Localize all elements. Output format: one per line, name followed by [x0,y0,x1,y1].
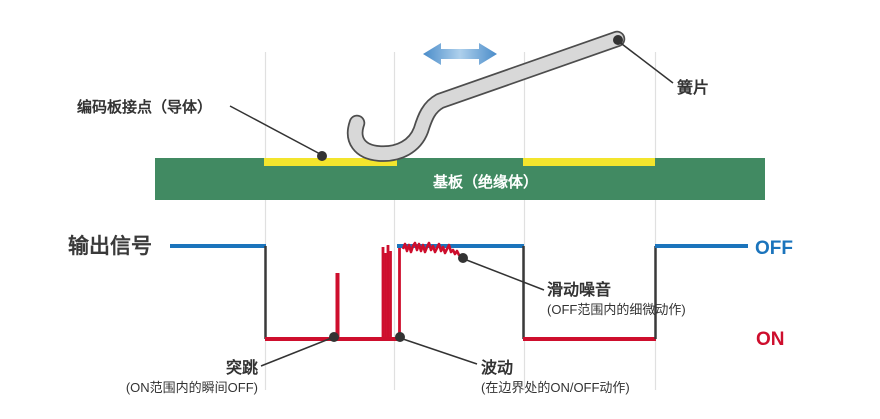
substrate-label: 基板（绝缘体） [433,174,539,191]
glitch-title: 突跳 [225,360,258,377]
contact-pad-left [264,158,397,166]
fluctuation-caption: (在边界处的ON/OFF动作) [481,380,630,395]
spring-leaf [346,30,626,162]
on-state-label: ON [756,329,785,350]
glitch-annotation: 突跳 (ON范围内的瞬间OFF) [98,359,258,396]
spring-leader-line [617,40,674,84]
fluctuation-annotation: 波动 (在边界处的ON/OFF动作) [481,359,630,396]
sliding-noise-caption: (OFF范围内的细微动作) [547,302,686,317]
marker-dots [317,35,623,342]
fluctuation-cluster [381,244,401,339]
glitch-marker-dot [329,332,339,342]
leader-lines [229,40,674,367]
noise-leader-line [463,258,545,291]
output-signal-label: 输出信号 [68,235,152,258]
glitch-caption: (ON范围内的瞬间OFF) [125,380,258,395]
fluctuation-title: 波动 [481,360,514,377]
spring-leaf-body [348,32,624,161]
off-state-label: OFF [755,238,793,259]
contact-leader-line [229,105,323,156]
fluctuation-leader-line [399,337,478,365]
sliding-noise-annotation: 滑动噪音 (OFF范围内的细微动作) [547,281,686,318]
motion-arrow-icon [423,43,497,65]
output-waveform [170,241,748,341]
contact-pad-right [523,158,655,166]
spring-marker-dot [613,35,623,45]
fluctuation-marker-dot [395,332,405,342]
substrate-bar [155,158,765,200]
glitch-leader-line [260,336,335,367]
noise-marker-dot [458,253,468,263]
sliding-noise-squiggle [401,241,462,258]
sliding-noise-title: 滑动噪音 [547,282,612,299]
spring-label: 簧片 [677,80,710,97]
contact-marker-dot [317,151,327,161]
contact-label: 编码板接点（导体） [77,99,213,116]
